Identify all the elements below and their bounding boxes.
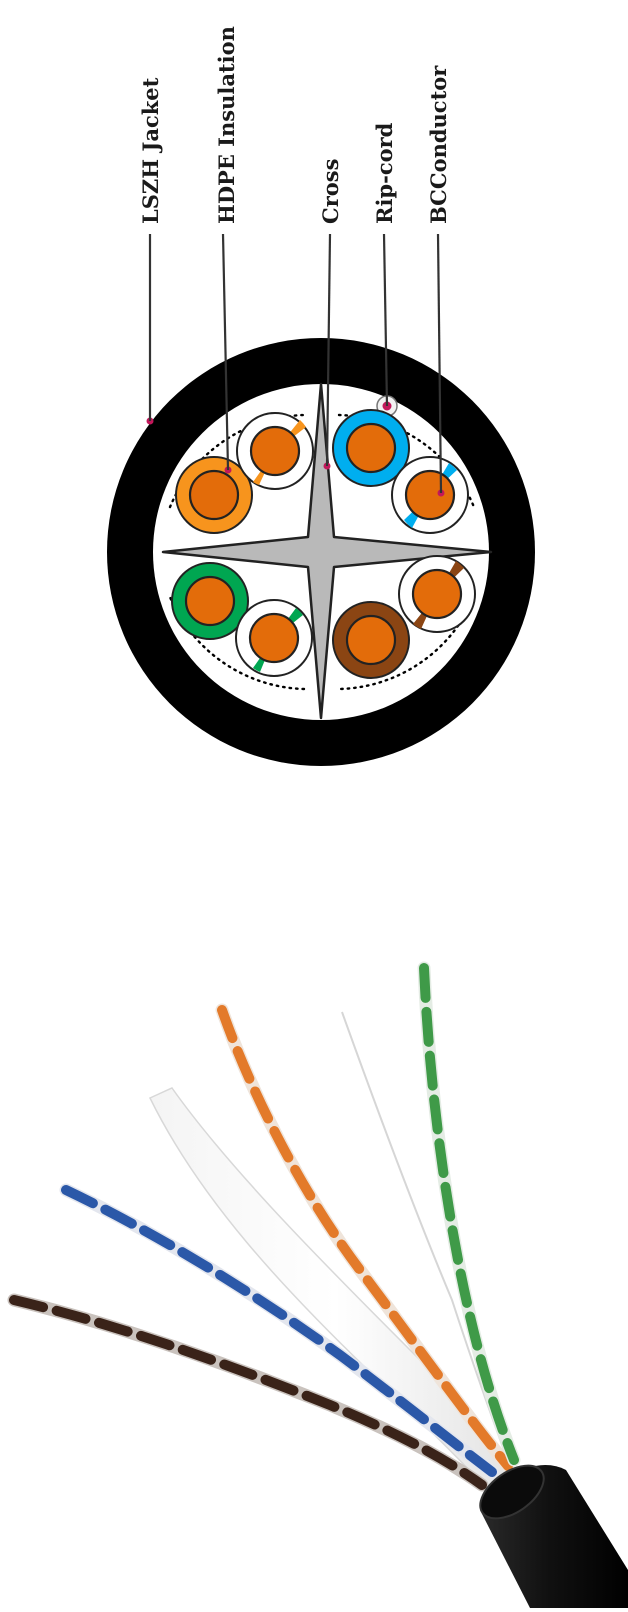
label-ripcord: Rip-cord <box>372 122 397 224</box>
stripped-cable-illustration <box>14 968 628 1608</box>
orange-striped-wire <box>237 413 313 489</box>
label-bc-conductor: BCConductor <box>426 65 451 224</box>
label-hdpe-insulation: HDPE Insulation <box>214 26 239 224</box>
green-striped-wire <box>236 600 312 676</box>
brown-striped-wire <box>399 556 475 632</box>
label-cross: Cross <box>318 159 343 224</box>
callout-labels: LSZH Jacket HDPE Insulation Cross Rip-co… <box>138 26 451 224</box>
cable-cross-section <box>107 338 535 766</box>
blue-striped-wire <box>392 457 468 533</box>
label-lszh-jacket: LSZH Jacket <box>138 77 163 224</box>
brown-solid-wire <box>333 602 409 678</box>
